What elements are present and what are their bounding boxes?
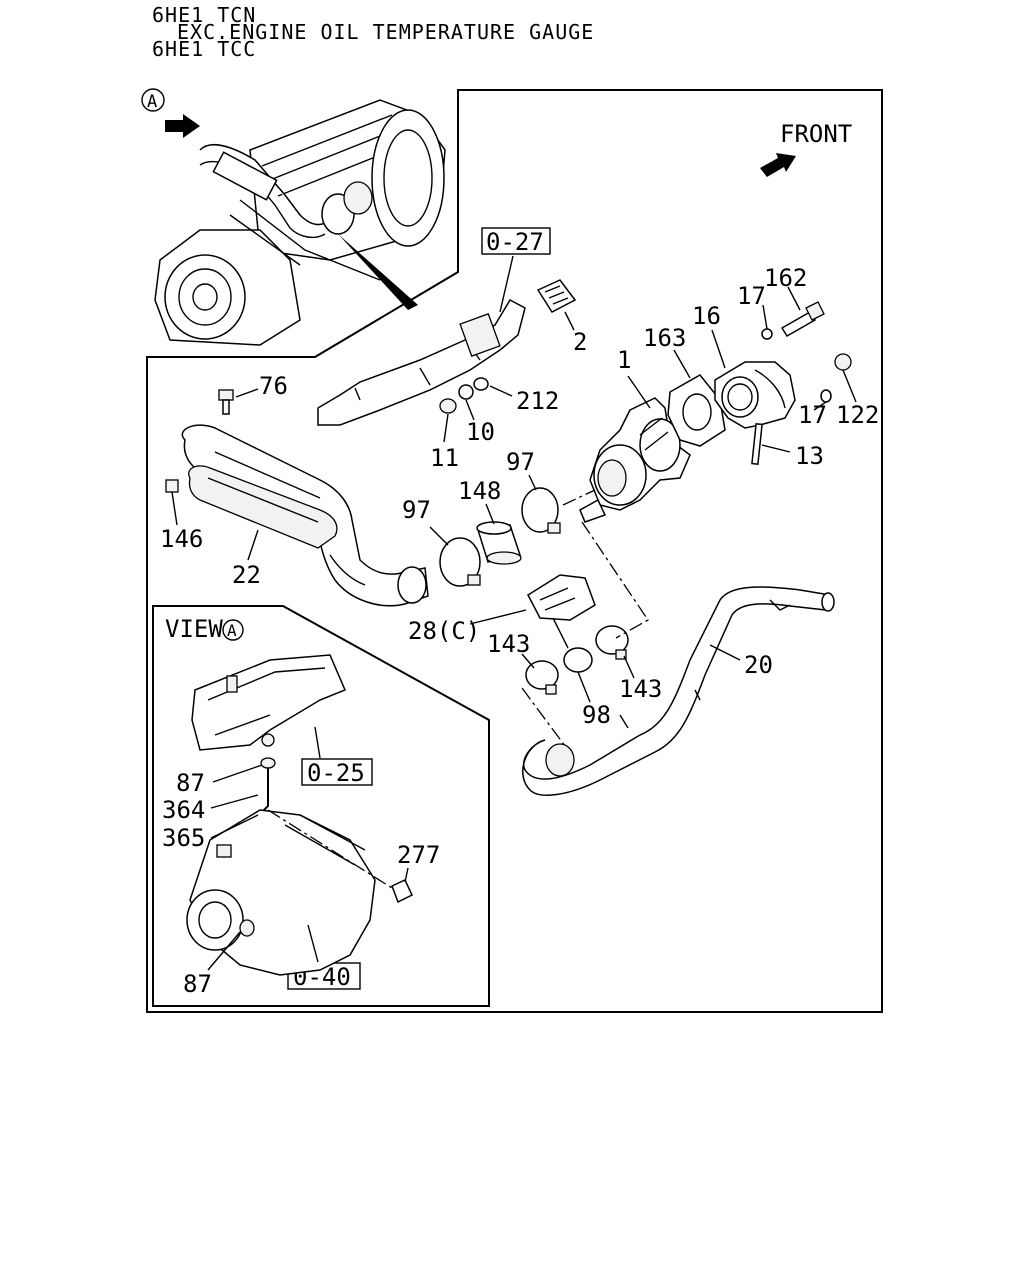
view-marker-a: A [141, 88, 165, 112]
view-a-engine-illustration [186, 654, 413, 976]
part-20-exhaust-pipe [522, 586, 835, 796]
part-146-plug [165, 479, 179, 493]
callout-76: 76 [259, 372, 288, 400]
front-label: FRONT [780, 120, 852, 148]
part-98-bellows [563, 647, 593, 673]
part-143-clamp-left [525, 660, 559, 695]
front-direction-indicator: FRONT [760, 120, 852, 177]
callout-20: 20 [744, 651, 773, 679]
part-212-seal [473, 377, 489, 391]
svg-text:A: A [227, 621, 237, 640]
callout-146: 146 [160, 525, 203, 553]
part-163-gasket [667, 374, 726, 447]
view-a-inset-frame [152, 605, 490, 1007]
callout-365: 365 [162, 824, 205, 852]
callout-1: 1 [617, 346, 631, 374]
part-97-clamp-right [521, 487, 561, 534]
callout-98: 98 [582, 701, 611, 729]
callout-87-upper: 87 [176, 769, 205, 797]
part-22-exhaust-pipe-with-shield [181, 424, 429, 607]
svg-text:VIEW: VIEW [165, 615, 223, 643]
part-122-nut [834, 353, 852, 371]
main-diagram-frame [146, 89, 883, 1013]
svg-text:0-27: 0-27 [486, 228, 544, 256]
svg-text:A: A [147, 92, 157, 112]
part-16-elbow [714, 361, 796, 429]
callout-28c: 28(C) [408, 617, 480, 645]
callout-148: 148 [458, 477, 501, 505]
part-97-clamp-left [439, 537, 481, 587]
header-line-2: EXC.ENGINE OIL TEMPERATURE GAUGE [177, 20, 594, 44]
callout-13: 13 [795, 442, 824, 470]
callout-364: 364 [162, 796, 205, 824]
callout-11: 11 [430, 444, 459, 472]
callout-122: 122 [836, 401, 879, 429]
engine-overview-illustration: A [141, 88, 446, 346]
view-a-label: VIEW A [165, 615, 244, 643]
part-148-bellows [476, 521, 522, 565]
header-line-3: 6HE1 TCC [152, 37, 256, 61]
part-28c-heat-shield [527, 574, 596, 621]
callout-143-right: 143 [619, 675, 662, 703]
callout-163: 163 [643, 324, 686, 352]
callout-97-left: 97 [402, 496, 431, 524]
view-direction-arrow-icon [165, 114, 200, 138]
part-17-washer-upper [761, 328, 773, 340]
part-162-bolt [780, 301, 825, 338]
callout-16: 16 [692, 302, 721, 330]
header-line-1: 6HE1 TCN [152, 3, 256, 27]
front-arrow-icon [760, 153, 796, 177]
exhaust-manifold-pipe [317, 299, 526, 426]
callout-10: 10 [466, 418, 495, 446]
part-11-nut [439, 398, 457, 414]
callout-97-right: 97 [506, 448, 535, 476]
callout-277: 277 [397, 841, 440, 869]
svg-text:0-25: 0-25 [307, 759, 365, 787]
part-76-bolt [218, 389, 234, 415]
callout-87-lower: 87 [183, 970, 212, 998]
ref-box-0-27: 0-27 [481, 227, 551, 256]
callout-143-left: 143 [487, 630, 530, 658]
part-2-gasket [536, 279, 577, 313]
part-1-turbocharger [579, 397, 691, 523]
ref-box-0-25: 0-25 [301, 758, 373, 787]
callout-17-upper: 17 [737, 282, 766, 310]
callout-212: 212 [516, 387, 559, 415]
part-13-stud [751, 422, 763, 466]
callout-17-lower: 17 [798, 401, 827, 429]
part-10-washer [458, 384, 474, 400]
callout-22: 22 [232, 561, 261, 589]
part-143-clamp-right [595, 625, 629, 660]
callout-2: 2 [573, 328, 587, 356]
callout-162: 162 [764, 264, 807, 292]
